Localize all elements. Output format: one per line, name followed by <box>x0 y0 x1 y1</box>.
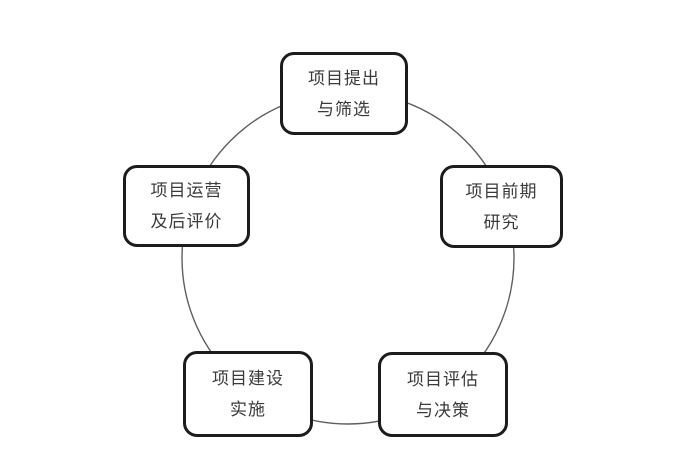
node-label-line1: 项目前期 <box>465 181 538 201</box>
node-label-line2: 与筛选 <box>317 99 371 119</box>
node-label-line2: 及后评价 <box>150 212 223 231</box>
node-project-operation-post-eval: 项目运营 及后评价 <box>123 165 250 247</box>
node-project-proposal-screening: 项目提出 与筛选 <box>280 52 408 135</box>
node-label-line1: 项目提出 <box>308 68 380 88</box>
node-project-evaluation-decision: 项目评估 与决策 <box>378 352 508 437</box>
node-project-construction: 项目建设 实施 <box>183 351 313 437</box>
node-label-line1: 项目建设 <box>212 369 284 388</box>
node-label-line2: 与决策 <box>416 400 470 420</box>
node-label-line1: 项目评估 <box>407 369 479 389</box>
node-label-line2: 研究 <box>483 212 520 232</box>
node-label-line1: 项目运营 <box>150 181 223 200</box>
node-label-line2: 实施 <box>230 400 266 419</box>
node-project-preliminary-research: 项目前期 研究 <box>440 165 563 248</box>
